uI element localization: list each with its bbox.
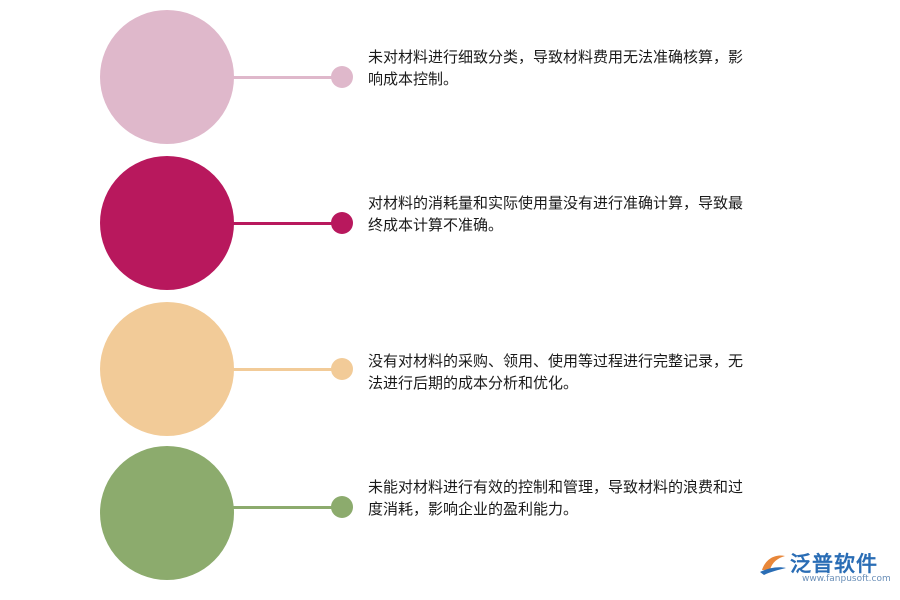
item-4-connector xyxy=(232,506,332,509)
item-3-connector xyxy=(232,368,332,371)
item-row-2: 对材料的消耗量和实际使用量没有进行准确计算，导致最终成本计算不准确。 xyxy=(0,156,900,296)
item-row-4: 未能对材料进行有效的控制和管理，导致材料的浪费和过度消耗，影响企业的盈利能力。 xyxy=(0,446,900,586)
item-3-text: 没有对材料的采购、领用、使用等过程进行完整记录，无法进行后期的成本分析和优化。 xyxy=(368,352,744,392)
item-3-circle xyxy=(100,302,234,436)
item-1-connector xyxy=(232,76,332,79)
logo-url: www.fanpusoft.com xyxy=(802,574,891,584)
item-1-text: 未对材料进行细致分类，导致材料费用无法准确核算，影响成本控制。 xyxy=(368,48,744,88)
logo-name: 泛普软件 xyxy=(790,552,878,576)
item-2-circle xyxy=(100,156,234,290)
logo-mark-icon xyxy=(760,555,786,575)
item-1-circle xyxy=(100,10,234,144)
item-2-connector xyxy=(232,222,332,225)
item-4-dot xyxy=(331,496,353,518)
item-3-dot xyxy=(331,358,353,380)
item-1-dot xyxy=(331,66,353,88)
item-4-text: 未能对材料进行有效的控制和管理，导致材料的浪费和过度消耗，影响企业的盈利能力。 xyxy=(368,478,744,518)
item-row-3: 没有对材料的采购、领用、使用等过程进行完整记录，无法进行后期的成本分析和优化。 xyxy=(0,302,900,442)
item-2-text: 对材料的消耗量和实际使用量没有进行准确计算，导致最终成本计算不准确。 xyxy=(368,194,744,234)
brand-logo: 泛普软件 www.fanpusoft.com xyxy=(758,546,891,586)
item-4-circle xyxy=(100,446,234,580)
item-row-1: 未对材料进行细致分类，导致材料费用无法准确核算，影响成本控制。 xyxy=(0,10,900,150)
item-2-dot xyxy=(331,212,353,234)
